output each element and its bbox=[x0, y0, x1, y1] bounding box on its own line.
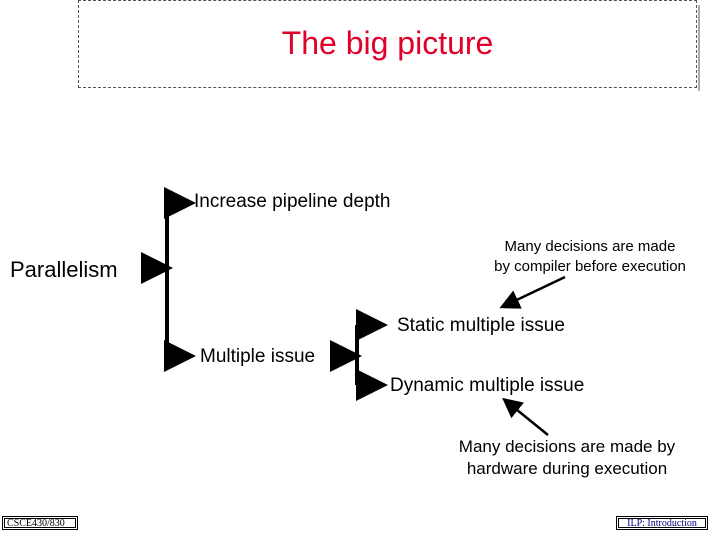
slide-title: The big picture bbox=[281, 25, 494, 61]
compiler-note-line2: by compiler before execution bbox=[494, 258, 686, 275]
compiler-note: Many decisions are made by compiler befo… bbox=[480, 237, 700, 277]
compiler-note-line1: Many decisions are made bbox=[504, 238, 676, 255]
footer-course: CSCE430/830 bbox=[2, 516, 78, 530]
node-pipeline-depth: Increase pipeline depth bbox=[194, 191, 391, 212]
node-dynamic-issue: Dynamic multiple issue bbox=[390, 375, 585, 396]
node-static-issue: Static multiple issue bbox=[397, 315, 565, 336]
compiler-note-arrow bbox=[499, 275, 566, 309]
title-box: The big picture bbox=[78, 0, 700, 91]
footer-topic: ILP: Introduction bbox=[616, 516, 708, 530]
hardware-note-line1: Many decisions are made by bbox=[458, 437, 676, 456]
footer-course-label: CSCE430/830 bbox=[7, 518, 65, 529]
hardware-note-arrow bbox=[502, 397, 549, 436]
hardware-note-line2: hardware during execution bbox=[466, 459, 668, 478]
footer-topic-label: ILP: Introduction bbox=[627, 518, 697, 529]
node-multiple-issue: Multiple issue bbox=[200, 346, 316, 367]
hardware-note: Many decisions are made by hardware duri… bbox=[444, 436, 690, 480]
node-parallelism: Parallelism bbox=[10, 257, 118, 282]
